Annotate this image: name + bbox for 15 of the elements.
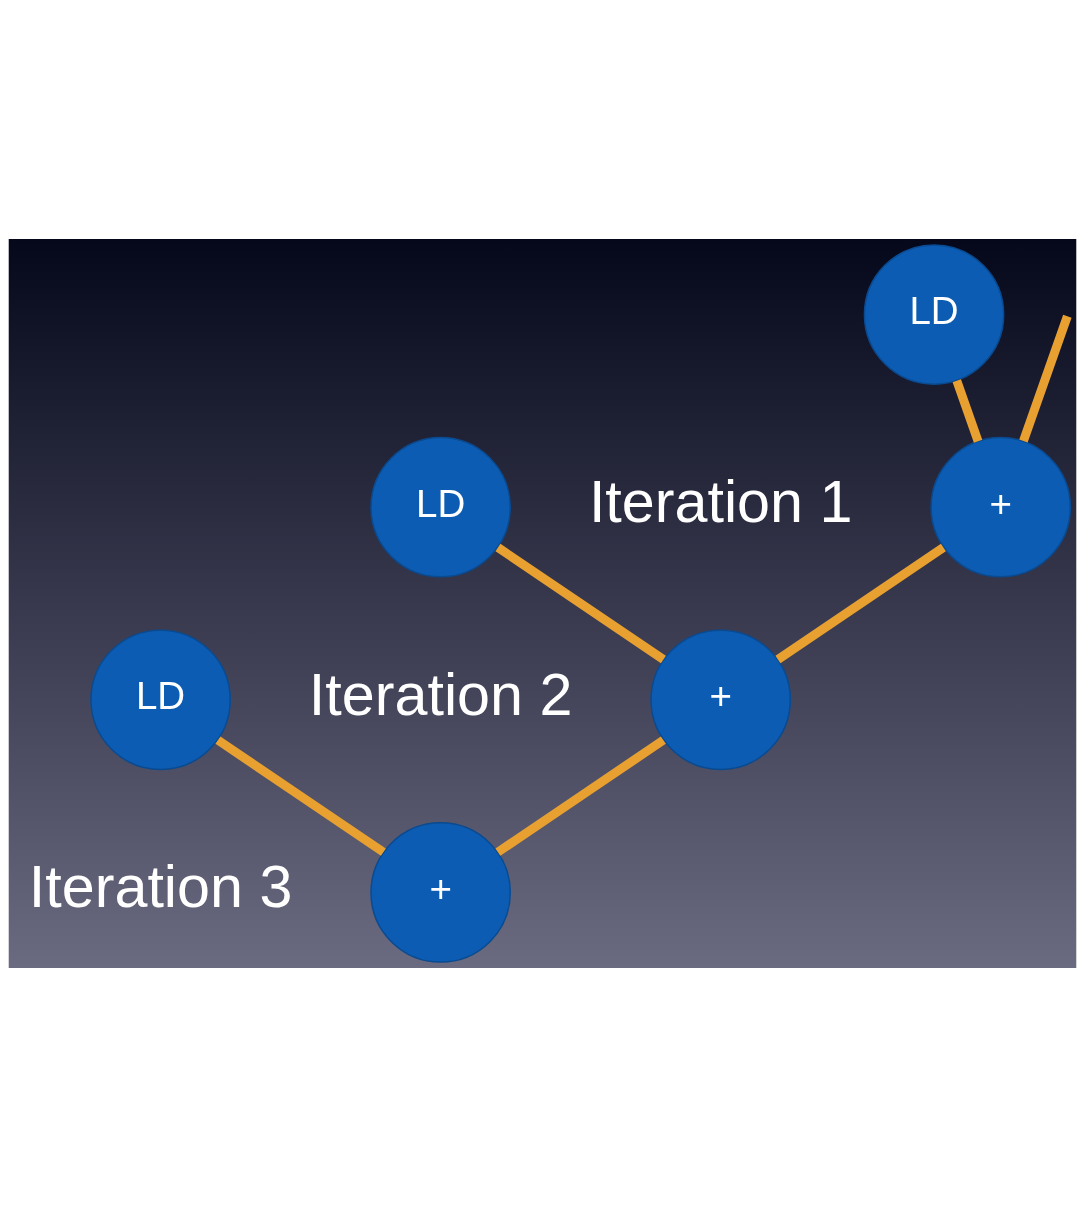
connector <box>215 736 386 856</box>
connector <box>775 543 946 664</box>
node-circle: LD <box>90 629 231 771</box>
connector <box>1019 314 1072 443</box>
label: Iteration 1 <box>588 468 853 536</box>
node-circle: + <box>650 629 792 771</box>
node-circle: LD <box>863 244 1005 385</box>
node-circle: LD <box>370 436 511 578</box>
connector <box>495 736 666 856</box>
node-circle: + <box>930 436 1072 578</box>
node-circle: + <box>370 822 511 963</box>
connector <box>952 379 983 443</box>
connector <box>495 543 666 664</box>
label: Iteration 3 <box>28 853 293 921</box>
label: Iteration 2 <box>308 660 573 728</box>
